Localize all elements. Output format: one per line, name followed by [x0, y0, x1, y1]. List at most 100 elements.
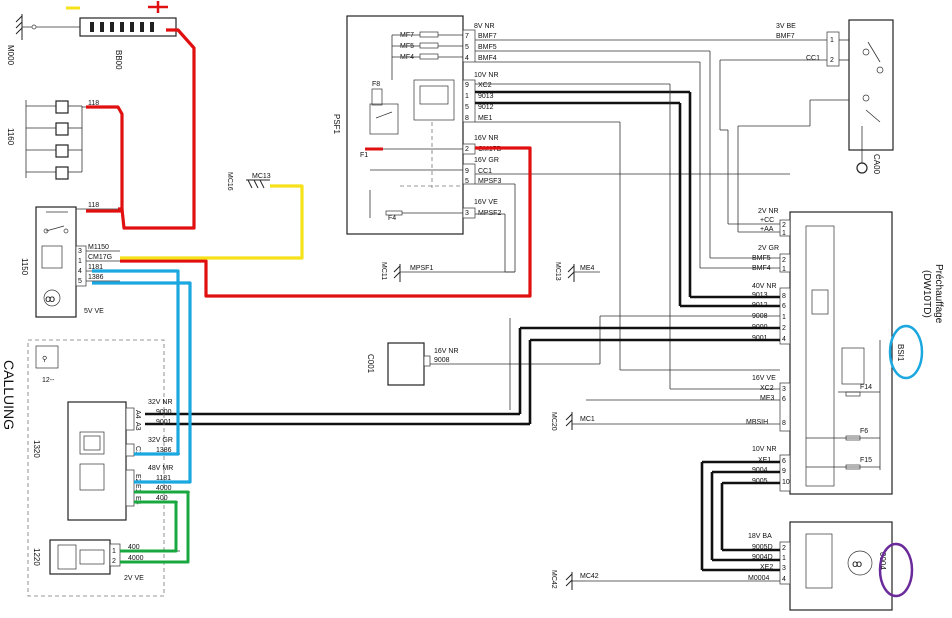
svg-text:6: 6: [782, 396, 786, 403]
svg-text:1: 1: [782, 555, 786, 562]
svg-text:E1: E1: [134, 484, 141, 493]
svg-text:8: 8: [782, 420, 786, 427]
svg-text:2: 2: [782, 257, 786, 264]
ground-mc11: MC11 MPSF1: [380, 262, 515, 282]
svg-text:5: 5: [465, 104, 469, 111]
svg-text:M0004: M0004: [748, 575, 770, 582]
svg-text:2: 2: [782, 222, 786, 229]
svg-text:12--: 12--: [42, 377, 55, 384]
c1320-label: 1320: [32, 440, 41, 458]
svg-text:4: 4: [78, 268, 82, 275]
connector-c001[interactable]: C001 16V NR 9008: [366, 315, 780, 386]
svg-text:1: 1: [782, 314, 786, 321]
controller-1150[interactable]: ꝏ 1150 5V VE 118 3 1 4 5 M1150 CM17G 118…: [20, 202, 120, 318]
mpsf1-label: MPSF1: [410, 265, 433, 272]
svg-text:48V MR: 48V MR: [148, 465, 173, 472]
svg-text:E4: E4: [134, 496, 141, 505]
svg-text:5: 5: [465, 178, 469, 185]
svg-text:1: 1: [78, 258, 82, 265]
c1150-label: 1150: [20, 258, 29, 276]
svg-text:16V VE: 16V VE: [752, 375, 776, 382]
svg-text:9001: 9001: [752, 335, 768, 342]
ecu-1320[interactable]: 32V NR 9000 9001 A4 A3 32V GR 1386 C1 48…: [67, 399, 190, 521]
c0004-label: 0004: [878, 552, 887, 570]
c001-label: C001: [366, 354, 375, 374]
wire-m1150: M1150: [88, 244, 109, 251]
svg-text:+CC: +CC: [760, 217, 774, 224]
ground-mc16: MC16 MC13: [226, 172, 271, 191]
svg-text:XE2: XE2: [760, 564, 773, 571]
mc42-wire-label: MC42: [580, 573, 599, 580]
svg-text:A4: A4: [134, 410, 141, 419]
svg-text:16V VE: 16V VE: [474, 199, 498, 206]
svg-text:F6: F6: [860, 428, 868, 435]
svg-text:BMF7: BMF7: [776, 33, 795, 40]
svg-text:1: 1: [782, 230, 786, 237]
subtitle: (DW10TD): [921, 270, 932, 318]
svg-text:2: 2: [465, 146, 469, 153]
svg-text:9004: 9004: [752, 467, 768, 474]
svg-text:A3: A3: [134, 422, 141, 431]
svg-text:C1: C1: [134, 446, 141, 455]
svg-text:16V NR: 16V NR: [474, 135, 499, 142]
svg-text:+AA: +AA: [760, 226, 774, 233]
svg-text:3: 3: [782, 565, 786, 572]
bsi1-module[interactable]: F14 F6 F15 Préchauffage (DW10TD) BSI1: [720, 99, 944, 495]
svg-text:9: 9: [782, 468, 786, 475]
svg-text:XE1: XE1: [758, 457, 771, 464]
c1220-spec: 2V VE: [124, 575, 144, 582]
battery-bb00[interactable]: BB00 - +: [66, 1, 177, 70]
me4-label: ME4: [580, 265, 595, 272]
svg-text:9013: 9013: [478, 93, 494, 100]
svg-text:BMF7: BMF7: [478, 33, 497, 40]
svg-text:5: 5: [465, 44, 469, 51]
mc20-label: MC20: [550, 412, 557, 431]
svg-text:8: 8: [465, 115, 469, 122]
svg-text:2: 2: [782, 325, 786, 332]
wire-118-a: 118: [88, 100, 99, 107]
c1160-label: 1160: [6, 128, 15, 146]
ground-m000: M000: [6, 14, 80, 66]
svg-text:3V BE: 3V BE: [776, 23, 796, 30]
svg-text:18V BA: 18V BA: [748, 533, 772, 540]
svg-text:9005D: 9005D: [752, 544, 773, 551]
svg-text:10V NR: 10V NR: [474, 72, 499, 79]
ground-mc42: MC42 MC42: [550, 570, 599, 590]
svg-text:1181: 1181: [156, 475, 171, 482]
c1220-label: 1220: [32, 548, 41, 566]
svg-text:3: 3: [782, 386, 786, 393]
title: Préchauffage: [933, 264, 944, 324]
fusebox-psf1[interactable]: PSF1 MF7 MF5 MF4 F8 F1 F4: [332, 15, 476, 235]
svg-text:1: 1: [782, 266, 786, 273]
svg-text:MF4: MF4: [400, 54, 414, 61]
svg-text:⚲: ⚲: [42, 356, 47, 363]
svg-text:CC1: CC1: [806, 55, 820, 62]
svg-text:40V NR: 40V NR: [752, 283, 777, 290]
ignition-switch-ca00[interactable]: CA00 3V BE BMF7 CC1 1 2: [719, 19, 894, 175]
svg-text:32V NR: 32V NR: [148, 399, 173, 406]
svg-text:F8: F8: [372, 81, 380, 88]
psf1-wires: 8V NR 7 5 4 BMF7 BMF5 BMF4 10V NR 9 1 5 …: [465, 23, 830, 390]
relay-0004[interactable]: ꝏ 18V BA 9005D 9004D XE2 M0004 2 1 3 4 0…: [586, 460, 893, 611]
svg-text:9012: 9012: [478, 104, 494, 111]
svg-text:1386: 1386: [156, 447, 172, 454]
svg-text:F14: F14: [860, 384, 872, 391]
svg-text:2V GR: 2V GR: [758, 245, 779, 252]
svg-text:1: 1: [830, 37, 834, 44]
svg-text:4: 4: [782, 576, 786, 583]
svg-text:BMF5: BMF5: [478, 44, 497, 51]
svg-text:9008: 9008: [752, 313, 768, 320]
ground-mc13: MC13 ME4: [554, 262, 600, 282]
wire-cm17g: CM17G: [88, 254, 112, 261]
glow-plugs-1160[interactable]: 1160 118: [6, 100, 118, 180]
svg-text:8: 8: [782, 293, 786, 300]
svg-text:MBSIH: MBSIH: [746, 419, 768, 426]
mc16-label: MC16: [226, 172, 233, 191]
handwritten-note: CALLUING: [1, 360, 17, 430]
svg-text:9000: 9000: [156, 409, 172, 416]
svg-text:XC2: XC2: [760, 385, 774, 392]
mc1-label: MC1: [580, 416, 595, 423]
svg-text:9012: 9012: [752, 302, 768, 309]
svg-text:MF7: MF7: [400, 32, 414, 39]
bb00-label: BB00: [114, 50, 123, 70]
